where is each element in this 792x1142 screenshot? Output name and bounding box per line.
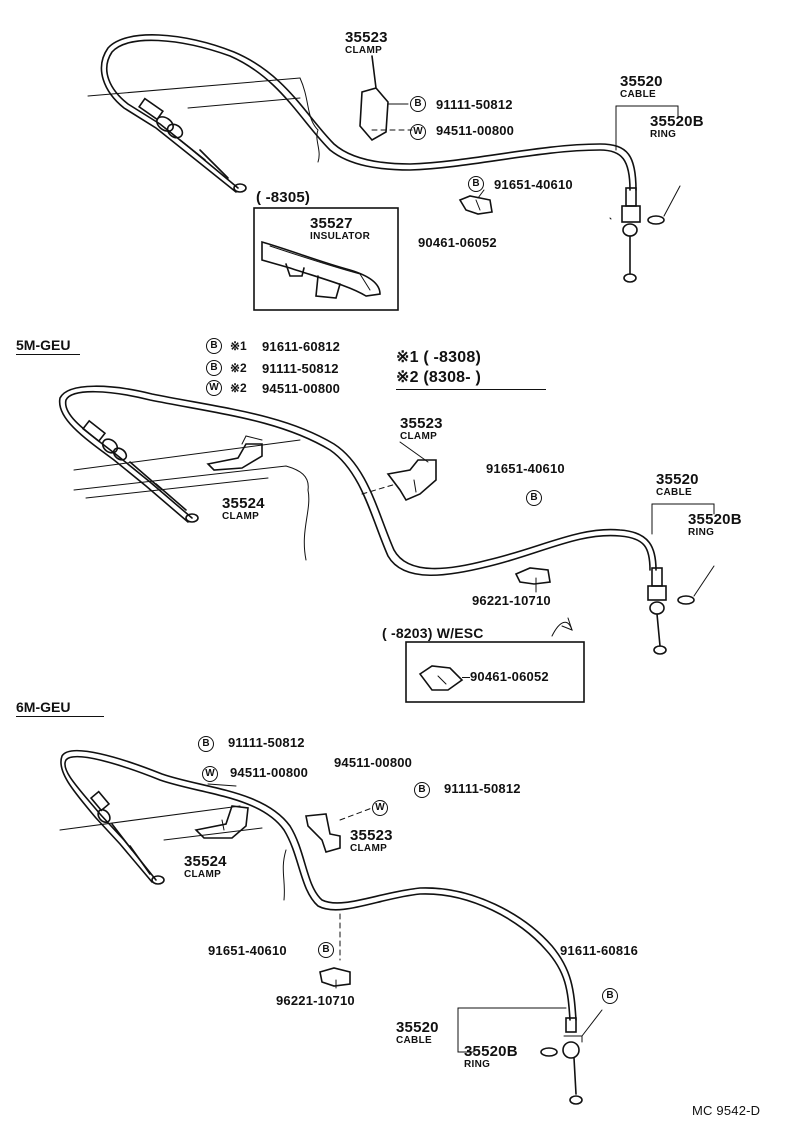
mid-cable-name: CABLE [656, 487, 692, 498]
bottom-cable-assembly [59, 749, 603, 1105]
bot-ring-name: RING [464, 1059, 491, 1070]
section-5m-geu: 5M-GEU [16, 338, 80, 355]
bot-clamp2-number: 35524 [184, 853, 227, 870]
esc-range: ( -8203) W/ESC [382, 625, 484, 641]
top-bolt-mark: B [410, 96, 426, 112]
mid-bolt-a-pn: 91611-60812 [262, 339, 341, 354]
esc-leader-line [462, 677, 470, 678]
bot-cable-name: CABLE [396, 1035, 432, 1046]
top-clip-pn: 90461-06052 [418, 235, 497, 250]
insulator-range: ( -8305) [256, 189, 311, 206]
mid-clamp-number: 35523 [400, 415, 443, 432]
mid-bolt-pn: 91651-40610 [486, 461, 565, 476]
bot-washer-a-pn: 94511-00800 [230, 765, 309, 780]
mid-clamp-name: CLAMP [400, 431, 438, 442]
mid-note-2: ※2 (8308- ) [396, 370, 546, 390]
top-cable-assembly [87, 34, 681, 311]
bot-bolt-d-mark: B [602, 988, 618, 1004]
mid-washer-prefix: ※2 [230, 381, 247, 395]
bot-washer-b-pn: 94511-00800 [334, 755, 413, 770]
mid-washer-pn: 94511-00800 [262, 381, 341, 396]
top-bolt-pn: 91111-50812 [436, 97, 513, 112]
mid-cable-number: 35520 [656, 471, 699, 488]
mid-bolt-b-prefix: ※2 [230, 361, 247, 375]
bot-bolt-b-mark: B [414, 782, 430, 798]
top-bolt2-pn: 91651-40610 [494, 177, 573, 192]
mid-clamp2-number: 35524 [222, 495, 265, 512]
top-cable-name: CABLE [620, 89, 656, 100]
insulator-name: INSULATOR [310, 231, 371, 242]
bot-bolt-a-mark: B [198, 736, 214, 752]
bot-clamp-name: CLAMP [350, 843, 388, 854]
bot-bolt-c-pn: 91651-40610 [208, 943, 287, 958]
top-cable-number: 35520 [620, 73, 663, 90]
mid-bolt-a-prefix: ※1 [230, 339, 247, 353]
top-clamp-name: CLAMP [345, 45, 383, 56]
bot-bolt-a-pn: 91111-50812 [228, 735, 305, 750]
bot-washer-a-mark: W [202, 766, 218, 782]
bot-ring-number: 35520B [464, 1043, 518, 1060]
mid-note-1: ※1 ( -8308) [396, 349, 481, 366]
top-washer-mark: W [410, 124, 426, 140]
esc-clip-pn: 90461-06052 [470, 669, 549, 684]
bot-bolt-d-pn: 91611-60816 [560, 943, 639, 958]
insulator-number: 35527 [310, 215, 353, 232]
mid-bolt-b-pn: 91111-50812 [262, 361, 339, 376]
mid-ring-number: 35520B [688, 511, 742, 528]
top-bolt2-mark: B [468, 176, 484, 192]
mid-washer-mark: W [206, 380, 222, 396]
bot-clamp-number: 35523 [350, 827, 393, 844]
top-clamp-number: 35523 [345, 29, 388, 46]
top-ring-number: 35520B [650, 113, 704, 130]
top-washer-pn: 94511-00800 [436, 123, 515, 138]
top-ring-name: RING [650, 129, 677, 140]
mid-bolt-mark: B [526, 490, 542, 506]
bot-clip-pn: 96221-10710 [276, 993, 355, 1008]
diagram-code: MC 9542-D [692, 1103, 761, 1118]
bot-washer-b-mark: W [372, 800, 388, 816]
bot-clamp2-name: CLAMP [184, 869, 222, 880]
bot-bolt-b-pn: 91111-50812 [444, 781, 521, 796]
mid-clip-pn: 96221-10710 [472, 593, 551, 608]
mid-clamp2-name: CLAMP [222, 511, 260, 522]
bot-cable-number: 35520 [396, 1019, 439, 1036]
bot-bolt-c-mark: B [318, 942, 334, 958]
mid-bolt-a-mark: B [206, 338, 222, 354]
mid-ring-name: RING [688, 527, 715, 538]
mid-cable-assembly [58, 385, 715, 703]
mid-bolt-b-mark: B [206, 360, 222, 376]
section-6m-geu: 6M-GEU [16, 700, 104, 717]
